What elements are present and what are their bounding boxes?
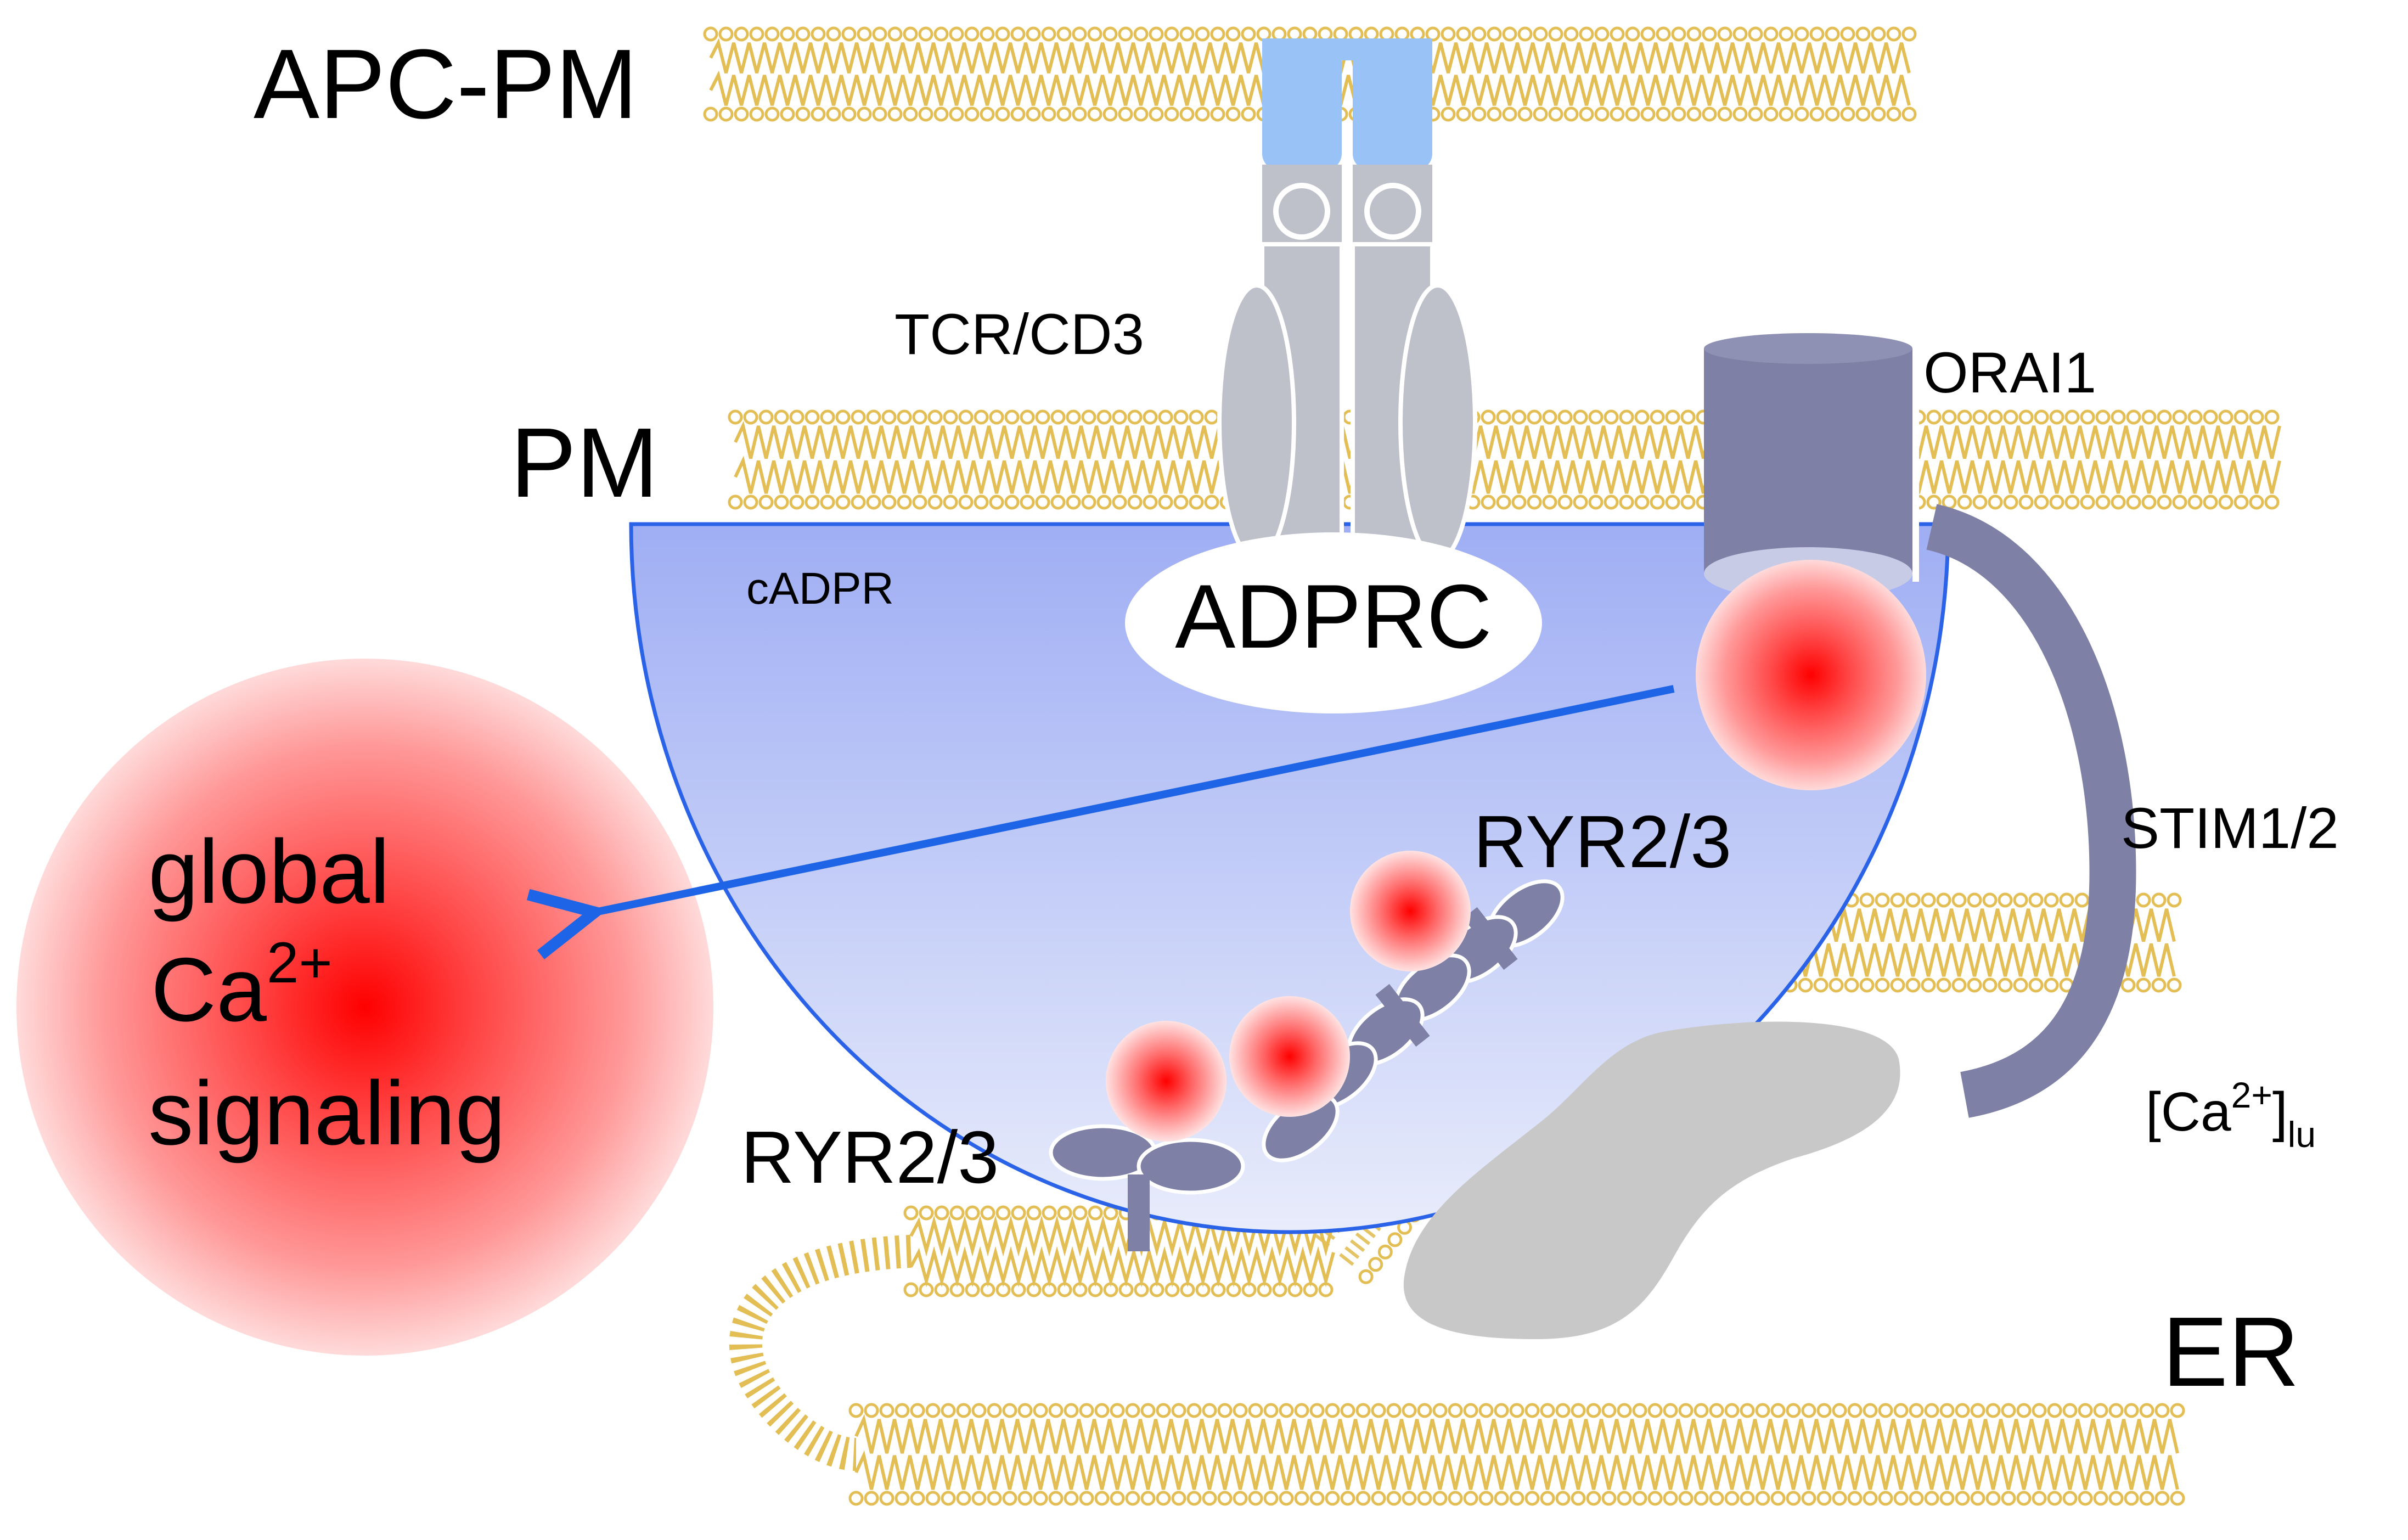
tcr-domain-right	[1370, 188, 1416, 234]
tcr-chain-blue-right	[1353, 38, 1432, 170]
cd3-chain-right	[1398, 283, 1477, 562]
calcium-spot-ryr-lower	[1106, 1021, 1226, 1142]
stim-protein	[1926, 504, 2136, 1118]
ryr-channel-lower	[1049, 1124, 1245, 1251]
ryr-lower-label: RYR2/3	[741, 1116, 999, 1199]
calcium-spot-ryr-upper	[1350, 851, 1471, 971]
er-lumen-calcium-label: [Ca2+]lu	[2146, 1075, 2316, 1155]
adprc-ellipse	[1125, 532, 1542, 713]
calcium-spot-ryr-middle	[1229, 996, 1350, 1117]
tcr-cd3-complex	[1217, 38, 1477, 562]
global-calcium-circle	[16, 659, 713, 1356]
adprc-label: ADPRC	[1175, 566, 1492, 667]
global-signaling-line2: Ca2+	[151, 931, 333, 1040]
er-lumen	[1403, 1021, 1900, 1339]
er-label: ER	[2162, 1297, 2299, 1407]
calcium-spot-orai1	[1696, 560, 1926, 790]
stim-label: STIM1/2	[2121, 796, 2339, 861]
ryr-upper-label: RYR2/3	[1473, 800, 1731, 883]
adprc-enzyme: ADPRC	[1125, 532, 1542, 713]
tcr-domain-left	[1279, 188, 1325, 234]
tcr-cd3-label: TCR/CD3	[894, 302, 1144, 367]
cadpr-label: cADPR	[746, 564, 894, 614]
orai1-top	[1704, 333, 1912, 364]
signal-arrow	[587, 685, 1675, 914]
orai1-label: ORAI1	[1923, 341, 2096, 405]
pm-label: PM	[510, 408, 659, 518]
apc-pm-label: APC-PM	[254, 29, 638, 139]
t-cell-plasma-membrane	[728, 409, 2281, 510]
global-signaling-line1: global	[148, 821, 390, 922]
tcr-chain-blue-left	[1262, 38, 1342, 170]
cd3-chain-left	[1217, 283, 1296, 562]
global-signaling-line3: signaling	[148, 1063, 505, 1164]
